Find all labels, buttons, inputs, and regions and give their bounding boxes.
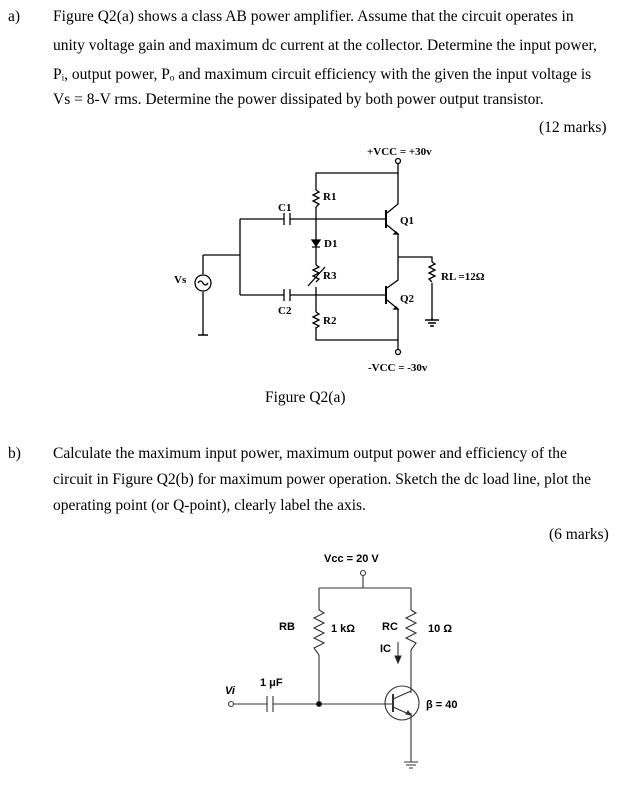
beta-label: β = 40 bbox=[426, 699, 458, 711]
r1-label: R1 bbox=[323, 191, 336, 203]
r3-variable-resistor-icon bbox=[307, 264, 326, 287]
question-a-marks: (12 marks) bbox=[539, 119, 607, 136]
d1-label: D1 bbox=[324, 238, 337, 250]
transistor-icon bbox=[384, 685, 420, 721]
vcc-label: Vcc = 20 V bbox=[324, 553, 379, 565]
cap-1uf-icon bbox=[266, 696, 274, 712]
ground-icon bbox=[404, 761, 418, 769]
ic-arrow-icon bbox=[394, 642, 402, 665]
cap-label: 1 μF bbox=[260, 677, 283, 689]
circuit-a-wires bbox=[202, 164, 433, 350]
question-b-line-3: operating point (or Q-point), clearly la… bbox=[53, 497, 366, 514]
d1-diode-icon bbox=[310, 239, 322, 248]
c2-capacitor-icon bbox=[283, 289, 291, 301]
rb-value: 1 kΩ bbox=[331, 623, 355, 635]
figure-caption: Figure Q2(a) bbox=[265, 389, 346, 406]
q2-label: Q2 bbox=[400, 293, 415, 305]
c1-capacitor-icon bbox=[283, 213, 291, 225]
r3-label: R3 bbox=[323, 270, 337, 282]
vs-label: Vs bbox=[174, 274, 187, 286]
vcc-neg-terminal bbox=[394, 348, 402, 356]
vi-terminal bbox=[227, 700, 235, 708]
c2-label: C2 bbox=[278, 305, 292, 317]
question-a-line-1: Figure Q2(a) shows a class AB power ampl… bbox=[53, 8, 574, 25]
vcc-pos-terminal bbox=[394, 157, 402, 165]
c1-label: C1 bbox=[278, 202, 291, 214]
ground-icon bbox=[198, 318, 439, 336]
vs-source-icon bbox=[194, 274, 212, 292]
question-a-line-4: Vs = 8-V rms. Determine the power dissip… bbox=[53, 91, 544, 108]
rl-resistor-icon bbox=[427, 261, 437, 283]
circuit-b-wires bbox=[234, 575, 412, 762]
r2-resistor-icon bbox=[311, 311, 321, 329]
rc-value: 10 Ω bbox=[428, 623, 452, 635]
question-a-line-2: unity voltage gain and maximum dc curren… bbox=[53, 37, 597, 54]
q2-transistor-icon bbox=[385, 286, 400, 310]
question-b-marks: (6 marks) bbox=[549, 526, 609, 543]
vcc-terminal bbox=[359, 569, 367, 577]
vi-label: Vi bbox=[225, 685, 236, 697]
junction-dot bbox=[315, 700, 323, 708]
rb-label: RB bbox=[279, 621, 295, 633]
r1-resistor-icon bbox=[311, 189, 321, 208]
question-b-line-1: Calculate the maximum input power, maxim… bbox=[53, 445, 567, 462]
question-b-line-2: circuit in Figure Q2(b) for maximum powe… bbox=[53, 471, 592, 488]
vcc-pos-label: +VCC = +30v bbox=[367, 146, 432, 158]
question-b-label: b) bbox=[8, 445, 21, 462]
rc-resistor-icon bbox=[404, 609, 418, 651]
q1-transistor-icon bbox=[385, 210, 400, 235]
vcc-neg-label: -VCC = -30v bbox=[368, 362, 428, 374]
ic-label: IC bbox=[380, 643, 391, 655]
question-a-line-3: Pᵢ, output power, Pₒ and maximum circuit… bbox=[53, 66, 592, 83]
q1-label: Q1 bbox=[400, 215, 414, 227]
r2-label: R2 bbox=[323, 315, 337, 327]
rb-resistor-icon bbox=[312, 609, 326, 656]
question-a-label: a) bbox=[8, 8, 21, 25]
rc-label: RC bbox=[382, 621, 398, 633]
rl-label: RL =12Ω bbox=[441, 271, 485, 283]
